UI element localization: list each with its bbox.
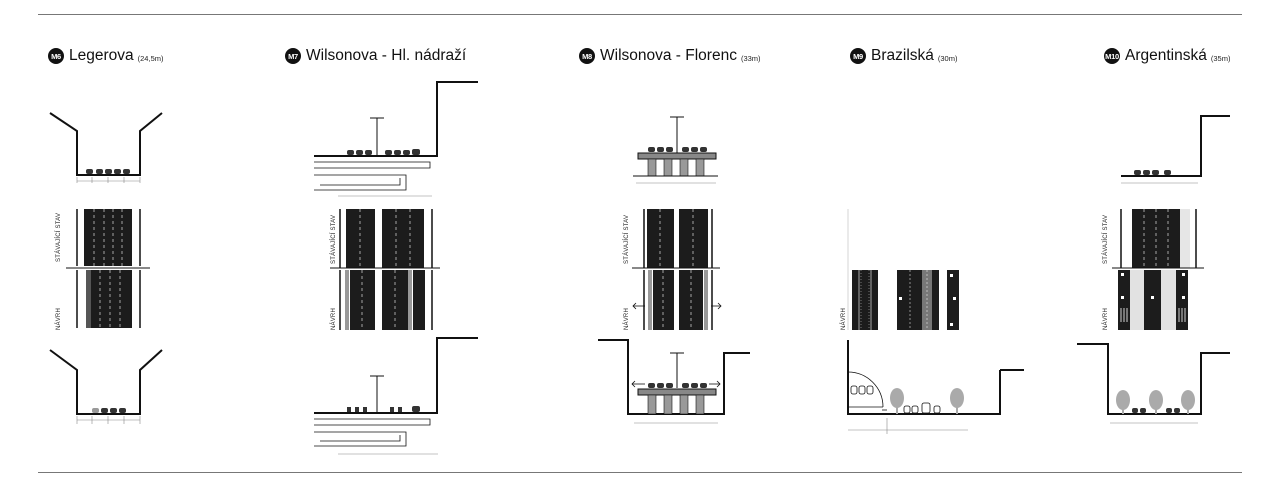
plan-existing [66,209,150,269]
car-row [903,402,941,414]
cross-section-proposal [314,337,478,455]
section-badge: M7 [285,48,301,64]
plan-proposal [339,270,433,330]
cross-section-existing [49,112,163,176]
plan-proposal [632,270,722,330]
section-title: M6 Legerova (24,5m) [48,47,163,65]
dimension-line [76,416,141,424]
top-divider [38,14,1242,15]
street-name: Brazilská [871,47,934,64]
cross-section-existing [1121,115,1230,184]
street-width: (30m) [937,53,958,63]
section-badge: M10 [1104,48,1120,64]
plan-proposal [852,270,959,330]
plan-existing [632,209,720,269]
label-existing: STÁVAJÍCÍ STAV [1103,214,1109,264]
street-name: Legerova [69,47,134,64]
section-badge: M6 [48,48,64,64]
plan-proposal [76,270,141,328]
street-name: Wilsonova - Hl. nádraží [306,47,467,64]
plan-existing [1112,209,1204,269]
street-name: Wilsonova - Florenc [600,47,737,64]
street-name: Argentinská [1125,47,1207,64]
dimension-line [76,177,141,183]
section-badge: M8 [579,48,595,64]
plan-proposal [1118,270,1188,330]
tree-row [890,388,964,414]
section-title: M7 Wilsonova - Hl. nádraží [285,47,470,65]
section-title: M9 Brazilská (30m) [850,47,957,65]
car-row [86,169,130,174]
cross-section-existing [633,116,718,184]
street-width: (24,5m) [137,53,164,63]
street-width: (35m) [1210,53,1231,63]
car-row [1134,170,1171,175]
label-proposal: NÁVRH [1103,307,1109,330]
cross-section-proposal [847,340,1024,415]
bottom-divider [38,472,1242,473]
dimension-line [848,418,968,434]
tree-row [1116,390,1195,414]
cross-section-proposal [1077,343,1230,415]
street-width: (33m) [740,53,761,63]
section-badge: M9 [850,48,866,64]
cross-section-proposal [598,339,750,424]
car-row [1132,408,1180,413]
section-title: M10 Argentinská (35m) [1104,47,1230,65]
car-row [850,385,874,395]
section-title: M8 Wilsonova - Florenc (33m) [579,47,761,65]
car-row [92,408,126,413]
car-row [347,149,420,155]
cross-section-proposal [49,349,163,415]
plan-existing [330,209,440,269]
car-row [347,406,420,412]
cross-section-existing [314,81,478,197]
